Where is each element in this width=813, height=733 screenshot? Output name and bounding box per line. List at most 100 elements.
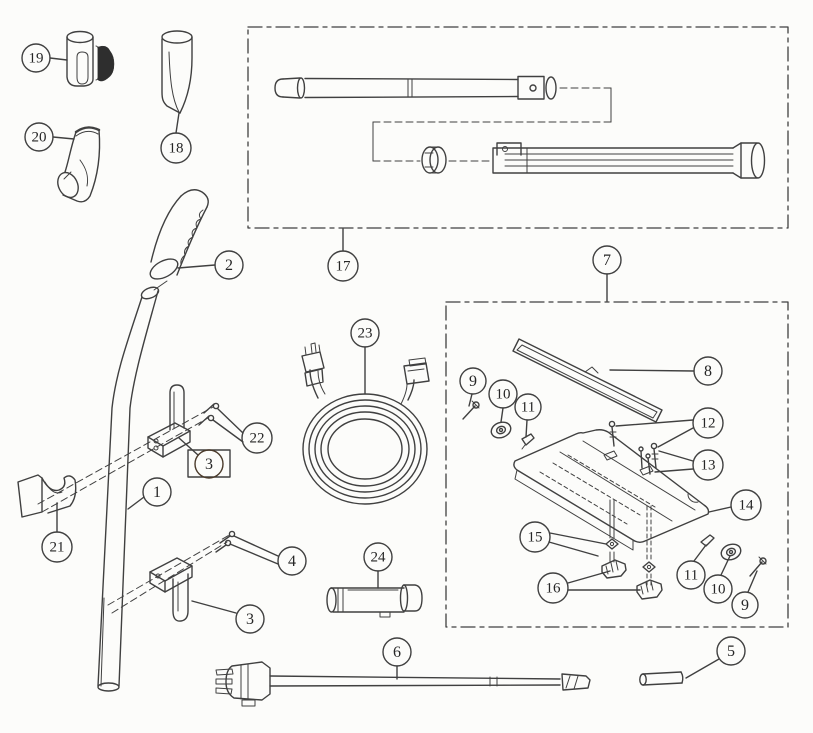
leader-line: [657, 427, 694, 448]
callout-14[interactable]: 14: [708, 489, 762, 521]
callout-9-right[interactable]: 9: [731, 570, 759, 619]
callout-circle: [537, 572, 569, 604]
leader-line: [52, 136, 75, 140]
callout-11-left[interactable]: 11: [514, 393, 542, 438]
callout-circle: [693, 356, 723, 386]
callout-17[interactable]: 17: [327, 228, 359, 282]
callout-circle: [514, 393, 542, 421]
callout-13[interactable]: 13: [654, 449, 724, 481]
callout-circle: [350, 318, 380, 348]
leader-line: [685, 658, 720, 679]
cord-end-connector: [561, 673, 591, 691]
pin-tube-part: [639, 671, 684, 686]
leader-line: [500, 407, 504, 423]
callout-9-left[interactable]: 9: [459, 367, 487, 407]
leader-line: [549, 532, 607, 545]
lower-wand-part: [492, 142, 766, 179]
leader-line: [233, 535, 279, 557]
callout-number: 8: [704, 363, 712, 380]
callout-8[interactable]: 8: [609, 356, 723, 386]
axle-screw-right-part: [749, 556, 767, 577]
callout-21[interactable]: 21: [41, 502, 73, 563]
alignment-axis-lower: [107, 533, 232, 614]
callout-circle: [241, 422, 273, 454]
leader-line: [178, 437, 199, 456]
callout-16[interactable]: 16: [537, 570, 641, 604]
callout-circle: [41, 531, 73, 563]
callout-number: 2: [225, 257, 233, 274]
callout-number: 11: [521, 400, 535, 416]
cord-hook-lower-part: [149, 557, 193, 622]
leader-line: [525, 419, 528, 438]
callout-10-left[interactable]: 10: [488, 379, 518, 423]
sole-plate-part: [513, 429, 710, 551]
nozzle-assembly-box: [445, 301, 789, 628]
callout-19[interactable]: 19: [21, 43, 68, 73]
callout-3-selected[interactable]: 3: [178, 437, 231, 479]
callout-circle: [488, 379, 518, 409]
wheel-left-part: [490, 421, 512, 439]
leader-line: [654, 468, 694, 473]
dusting-brush-part: [66, 30, 115, 87]
callout-circle: [382, 637, 412, 667]
callout-22[interactable]: 22: [212, 408, 273, 454]
callout-circle: [692, 449, 724, 481]
clip-left-part: [521, 433, 535, 450]
leader-line: [548, 541, 599, 557]
callout-7[interactable]: 7: [592, 245, 622, 302]
callout-number: 17: [336, 259, 352, 275]
callout-12[interactable]: 12: [615, 407, 724, 448]
callout-1[interactable]: 1: [127, 477, 172, 510]
callout-number: 7: [603, 252, 611, 269]
callout-5[interactable]: 5: [685, 636, 746, 679]
callout-number: 21: [50, 540, 65, 556]
callout-18[interactable]: 18: [160, 112, 192, 164]
callout-4[interactable]: 4: [229, 535, 307, 576]
callout-number: 9: [741, 597, 749, 614]
upper-wand-part: [274, 75, 557, 100]
callout-number: 9: [469, 373, 477, 390]
leader-line: [747, 570, 758, 593]
top-plate-part: [512, 338, 663, 423]
callout-circle: [194, 449, 224, 479]
power-cord-part: [215, 661, 591, 707]
callout-number: 20: [32, 130, 47, 146]
callout-11-right[interactable]: 11: [676, 544, 707, 590]
callout-6[interactable]: 6: [382, 637, 412, 680]
callout-24[interactable]: 24: [363, 542, 393, 589]
cord-hook-upper-part: [147, 384, 191, 458]
callout-number: 10: [711, 582, 726, 598]
callout-number: 13: [701, 458, 716, 474]
callout-circle: [519, 521, 551, 553]
alignment-axis-upper: [37, 406, 214, 513]
callout-circle: [692, 407, 724, 439]
leader-line: [49, 57, 68, 61]
callout-number: 4: [288, 553, 296, 570]
callout-number: 5: [727, 643, 735, 660]
callout-circle: [21, 43, 51, 73]
telescopic-wand-box: [247, 26, 789, 229]
callout-23[interactable]: 23: [350, 318, 380, 395]
callout-number: 12: [701, 416, 716, 432]
callout-number: 6: [393, 644, 401, 661]
leader-line: [177, 264, 216, 269]
callout-3-lower[interactable]: 3: [191, 600, 265, 634]
leader-line: [127, 496, 145, 510]
callout-number: 11: [684, 568, 698, 584]
callout-2[interactable]: 2: [177, 250, 244, 280]
caddy-hook-part: [17, 474, 77, 518]
callout-10-right[interactable]: 10: [703, 555, 733, 604]
callout-number: 3: [205, 456, 213, 473]
callout-circle: [716, 636, 746, 666]
callout-20[interactable]: 20: [24, 122, 75, 152]
callout-15[interactable]: 15: [519, 521, 607, 557]
callout-circle: [676, 560, 706, 590]
callout-circle: [142, 477, 172, 507]
callout-circle: [731, 591, 759, 619]
callout-number: 14: [739, 498, 755, 514]
handle-grip-part: [149, 189, 209, 291]
leader-line: [175, 112, 180, 134]
callout-number: 1: [153, 484, 161, 501]
callout-circle: [327, 250, 359, 282]
leader-line: [708, 506, 732, 513]
